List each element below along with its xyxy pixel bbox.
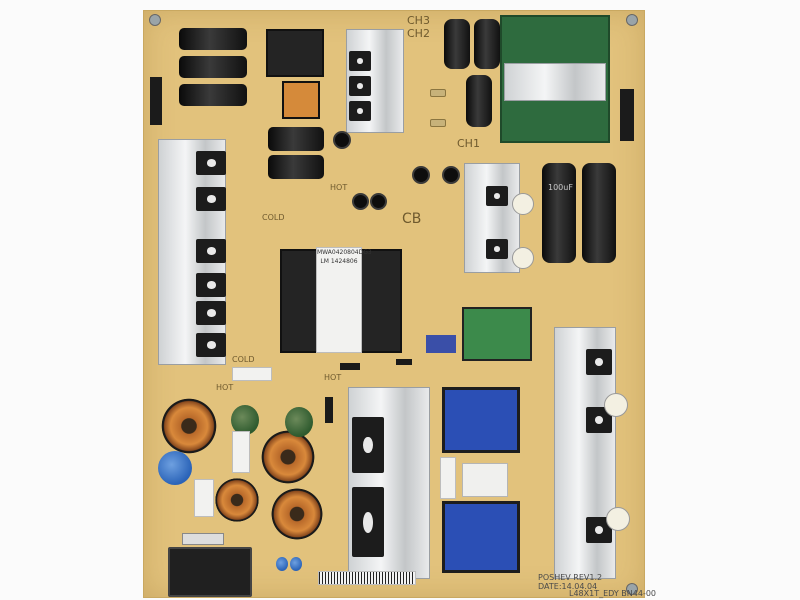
electrolytic-capacitor [474,19,500,69]
toroid-inductor [270,487,324,541]
label-ch2: CH2 [407,27,430,40]
revision-text: POSHEV REV1.2 [538,573,603,582]
small-capacitor [352,193,369,210]
power-transistor [486,239,508,259]
mounting-hole [626,14,638,26]
label-hot: HOT [330,183,348,192]
label-ch3: CH3 [407,14,430,27]
power-transistor [349,101,371,121]
electrolytic-capacitor [179,56,247,78]
power-transistor [196,333,226,357]
power-transistor [349,51,371,71]
toroid-inductor [160,397,218,455]
blue-capacitor [290,557,302,571]
blue-component [426,335,456,353]
power-transistor [196,187,226,211]
label-ch1: CH1 [457,137,480,150]
toroid-inductor [260,429,316,485]
heatsink [504,63,606,101]
part-number-text: L48X1T_EDY BN44-00 [569,589,657,598]
electrolytic-capacitor [444,19,470,69]
electrolytic-capacitor [179,84,247,106]
resistor [430,89,446,97]
toroid-inductor [214,477,260,523]
small-transformer [282,81,320,119]
electrolytic-capacitor [268,127,324,151]
disc-varistor [285,407,313,437]
electrolytic-capacitor [268,155,324,179]
ceramic-disc [606,507,630,531]
small-capacitor [370,193,387,210]
power-transistor [196,151,226,175]
small-capacitor [333,131,351,149]
electrolytic-capacitor [179,28,247,50]
blue-transformer [442,501,520,573]
transformer-label: MWA0420804DG3 LM 1424806 [316,247,372,353]
label-cold: COLD [232,355,255,364]
ceramic-disc [512,247,534,269]
label-cb: CB [402,211,422,227]
ceramic-disc [512,193,534,215]
blue-capacitor [276,557,288,571]
small-transformer [266,29,324,77]
ceramic-disc [604,393,628,417]
power-transistor [352,417,384,473]
mounting-hole [149,14,161,26]
power-transistor [196,301,226,325]
label-cold: COLD [262,213,285,222]
ac-power-socket [168,547,252,597]
disc-varistor [231,405,259,435]
label-hot: HOT [324,373,342,382]
blue-transformer [442,387,520,453]
power-transistor [352,487,384,557]
electrolytic-capacitor [542,163,576,263]
small-capacitor [412,166,430,184]
resistor [430,119,446,127]
white-relay [462,463,508,497]
power-transistor [349,76,371,96]
power-transistor [486,186,508,206]
power-transistor [196,239,226,263]
electrolytic-capacitor [466,75,492,127]
component-label [232,431,250,473]
power-transistor [586,349,612,375]
green-inductor [462,307,532,361]
component-label [440,457,456,499]
power-transistor [196,273,226,297]
barcode-sticker [318,571,416,585]
pcb-board: CH3 CH2 CH1 HOT COLD COLD MWA0420804DG3 [143,10,656,598]
diode [340,363,360,370]
diode [325,397,333,423]
component-label [194,479,214,517]
mounting-hole [626,583,638,595]
fuse [182,533,224,545]
small-capacitor [442,166,460,184]
sticker [232,367,272,381]
capacitor-rating: 100uF [548,183,573,192]
diode [396,359,412,365]
date-text: DATE:14.04.04 [538,582,598,591]
label-hot: HOT [216,383,234,392]
electrolytic-capacitor [582,163,616,263]
blue-capacitor [158,451,192,485]
cable-connector [150,77,162,125]
cable-connector [620,89,634,141]
